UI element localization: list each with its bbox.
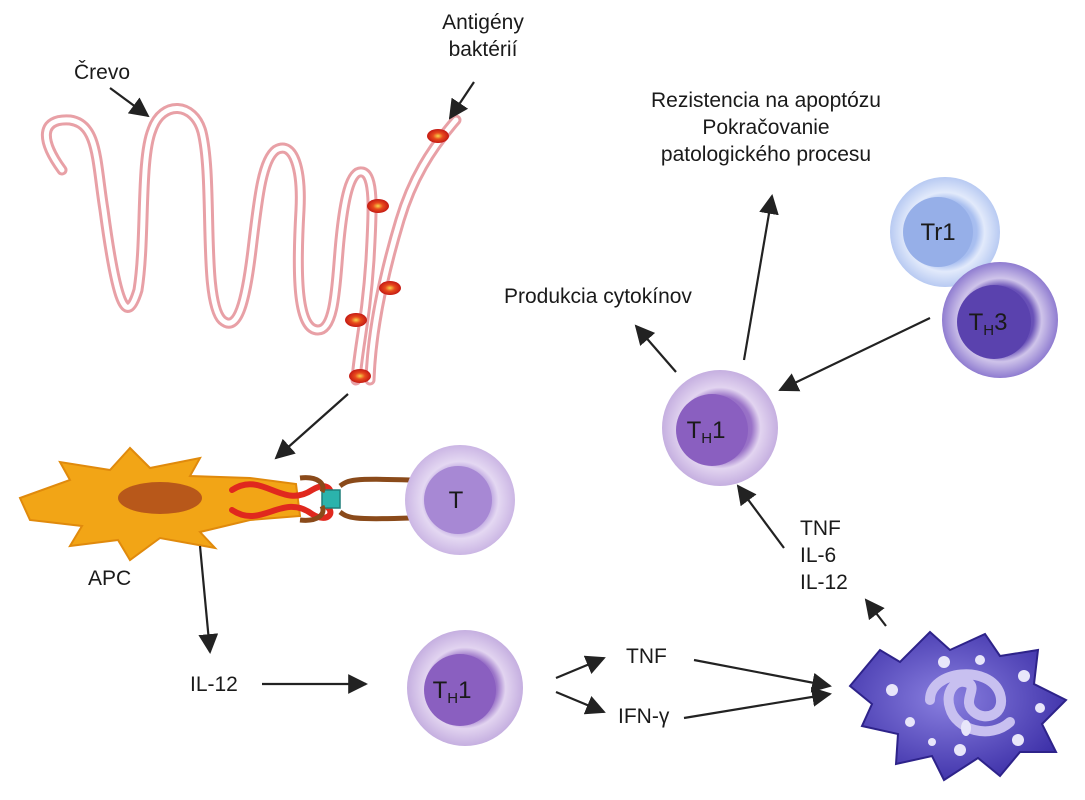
label-cytokine-production: Produkcia cytokínov: [504, 285, 692, 308]
label-mac-tnf: TNF: [800, 517, 841, 540]
label-bacterial-antigens: Antigény baktérií: [428, 10, 538, 64]
tr1-cell: Tr1: [890, 177, 1000, 287]
macrophage-cell: [848, 630, 1068, 782]
th1-cell-top: TH1: [662, 370, 778, 486]
th1-top-label: TH1: [687, 417, 726, 447]
arrow-cytokines-to-th1: [736, 484, 785, 549]
arrow-th3-to-th1: [778, 317, 931, 392]
t-cell-label: T: [449, 487, 464, 514]
arrow-th1-to-outcome: [742, 194, 779, 361]
antigen-dot: [345, 313, 367, 327]
tr1-label: Tr1: [920, 219, 955, 246]
antigen-peptide-square: [321, 489, 341, 509]
apc-cell-illustration: [18, 446, 411, 562]
arrow-gut-label: [109, 87, 150, 118]
th3-cell: TH3: [942, 262, 1058, 378]
gut-villi-illustration: [41, 103, 462, 386]
arrow-antigen-to-apc: [274, 393, 349, 460]
label-mac-il6: IL-6: [800, 543, 837, 567]
label-apc: APC: [88, 567, 132, 590]
arrow-antigen-label: [448, 81, 475, 120]
t-cell: T: [405, 445, 515, 555]
antigen-dot: [379, 281, 401, 295]
arrow-tnf-to-macrophage: [693, 658, 832, 693]
label-ifn-gamma: IFN-γ: [618, 705, 670, 728]
arrow-th1-to-cytokine-production: [634, 324, 677, 373]
bacterial-antigens: [345, 129, 449, 383]
th3-label: TH3: [969, 309, 1008, 339]
label-macrophage-cytokines: TNF IL-6 IL-12: [800, 516, 848, 597]
antigen-dot: [427, 129, 449, 143]
antigen-dot: [349, 369, 371, 383]
label-outcome-line2: Pokračovanie: [702, 115, 830, 139]
antigen-dot: [367, 199, 389, 213]
th1-bottom-label: TH1: [433, 677, 472, 707]
label-il12-left: IL-12: [190, 673, 238, 696]
label-outcome: Rezistencia na apoptózu Pokračovanie pat…: [606, 88, 926, 169]
arrow-th1-to-tnf: [555, 655, 606, 680]
arrow-macrophage-cytokines: [864, 598, 887, 627]
arrow-ifn-to-macrophage: [683, 687, 832, 720]
label-outcome-line3: patologického procesu: [660, 142, 872, 166]
label-tnf-mid: TNF: [626, 645, 667, 668]
arrow-apc-to-il12: [198, 545, 219, 654]
arrow-th1-to-ifn: [555, 690, 606, 715]
diagram-arrows: [109, 81, 931, 720]
label-gut: Črevo: [74, 61, 131, 84]
label-mac-il12: IL-12: [800, 570, 848, 594]
label-antigen-line1: Antigény: [442, 11, 524, 34]
label-outcome-line1: Rezistencia na apoptózu: [651, 89, 881, 112]
th1-cell-bottom: TH1: [407, 630, 523, 746]
label-antigen-line2: baktérií: [448, 37, 518, 61]
